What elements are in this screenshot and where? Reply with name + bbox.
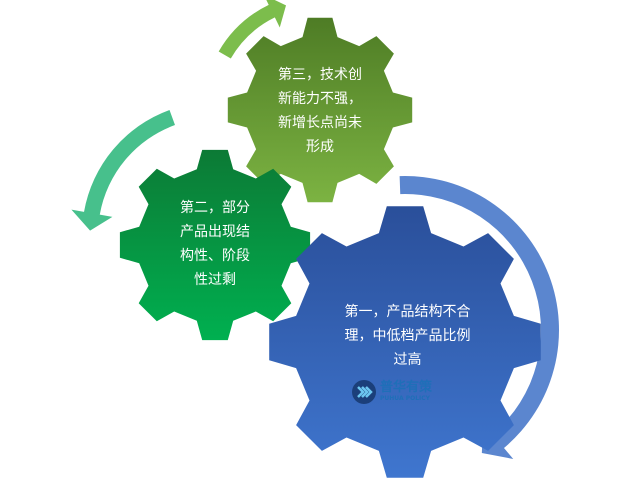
gear-first: [269, 206, 541, 478]
gear-first-text: 第一，产品结构不合 理，中低档产品比例 过高: [320, 300, 495, 372]
text-line: 第三，技术创: [278, 67, 362, 83]
cycle-arrow-top: [218, 0, 287, 59]
text-line: 第一，产品结构不合: [344, 304, 471, 320]
logo-text-en: PUHUA POLICY: [380, 395, 431, 402]
gear-third: [227, 17, 413, 203]
gear-second: [119, 149, 311, 341]
text-line: 新能力不强，: [278, 91, 362, 107]
logo-chevrons-icon: [352, 380, 376, 404]
gear-second-text: 第二，部分 产品出现结 构性、阶段 性过剩: [160, 196, 270, 292]
logo: 普华有策 PUHUA POLICY: [352, 380, 432, 404]
text-line: 第二，部分: [180, 200, 250, 216]
text-line: 形成: [306, 139, 334, 155]
logo-text-cn: 普华有策: [380, 380, 433, 395]
cycle-arrow-left: [71, 110, 175, 231]
text-line: 过高: [393, 352, 422, 368]
gear-third-text: 第三，技术创 新能力不强， 新增长点尚未 形成: [260, 63, 380, 159]
text-line: 性过剩: [194, 272, 236, 288]
text-line: 产品出现结: [180, 224, 250, 240]
text-line: 理，中低档产品比例: [344, 328, 471, 344]
cycle-arrow-right: [399, 176, 559, 460]
text-line: 新增长点尚未: [278, 115, 362, 131]
text-line: 构性、阶段: [180, 248, 250, 264]
